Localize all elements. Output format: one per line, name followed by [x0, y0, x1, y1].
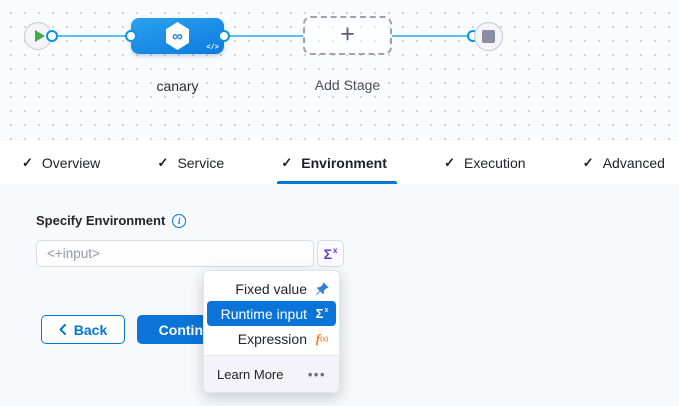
edge-addstage-to-end: [392, 35, 473, 37]
tab-label: Environment: [301, 154, 387, 171]
learn-more-label: Learn More: [217, 366, 284, 382]
infinity-icon: ∞: [172, 27, 183, 45]
plus-icon: +: [340, 20, 355, 48]
tab-overview[interactable]: ✓ Overview: [22, 141, 100, 184]
play-icon: [34, 30, 45, 42]
pipeline-canvas: ∞ </> canary + Add Stage: [0, 0, 679, 141]
connector-dot: [218, 30, 230, 42]
stop-icon: [482, 30, 495, 43]
more-options-icon[interactable]: •••: [307, 366, 326, 382]
info-icon[interactable]: i: [172, 213, 187, 228]
back-button[interactable]: Back: [41, 315, 125, 344]
environment-tab-panel: Specify Environment i Σx Back Continue F…: [0, 184, 679, 406]
tab-label: Overview: [41, 154, 101, 171]
pipeline-end-node[interactable]: [474, 22, 503, 51]
code-icon: </>: [206, 44, 219, 52]
tab-advanced[interactable]: ✓ Advanced: [583, 141, 665, 184]
menu-item-label: Runtime input: [220, 305, 307, 322]
tab-environment[interactable]: ✓ Environment: [277, 141, 398, 184]
check-icon: ✓: [22, 154, 33, 170]
check-icon: ✓: [157, 154, 169, 170]
fx-icon: f(x): [315, 330, 329, 346]
menu-item-fixed-value[interactable]: Fixed value: [204, 276, 339, 301]
back-button-label: Back: [73, 321, 108, 338]
check-icon: ✓: [582, 154, 594, 170]
add-stage-button[interactable]: +: [303, 16, 392, 55]
edge-start-to-stage: [52, 35, 131, 37]
edge-stage-to-addstage: [224, 35, 303, 37]
chevron-left-icon: [59, 324, 66, 335]
pin-icon: [314, 282, 330, 296]
connector-dot: [46, 30, 58, 42]
sigma-sup: x: [332, 245, 338, 255]
tab-label: Execution: [464, 154, 526, 171]
menu-item-label: Fixed value: [235, 280, 307, 297]
tab-label: Service: [177, 154, 225, 171]
sigma-icon: Σ: [323, 245, 332, 262]
specify-environment-row: Specify Environment i: [36, 213, 187, 228]
menu-item-expression[interactable]: Expression f(x): [204, 326, 339, 351]
check-icon: ✓: [281, 154, 293, 170]
environment-input[interactable]: [36, 240, 314, 267]
stage-config-tabbar: ✓ Overview ✓ Service ✓ Environment ✓ Exe…: [0, 141, 679, 184]
check-icon: ✓: [444, 154, 456, 170]
deploy-stage-hexagon-icon: ∞: [166, 22, 189, 50]
tab-label: Advanced: [602, 154, 665, 171]
stage-node-canary[interactable]: ∞ </>: [131, 18, 224, 54]
specify-environment-label: Specify Environment: [36, 213, 166, 228]
add-stage-label: Add Stage: [314, 77, 381, 93]
learn-more-row[interactable]: Learn More •••: [204, 355, 339, 392]
stage-name-label: canary: [156, 78, 199, 94]
tab-execution[interactable]: ✓ Execution: [444, 141, 525, 184]
connector-dot: [125, 30, 137, 42]
menu-item-label: Expression: [237, 330, 307, 347]
tab-service[interactable]: ✓ Service: [158, 141, 225, 184]
